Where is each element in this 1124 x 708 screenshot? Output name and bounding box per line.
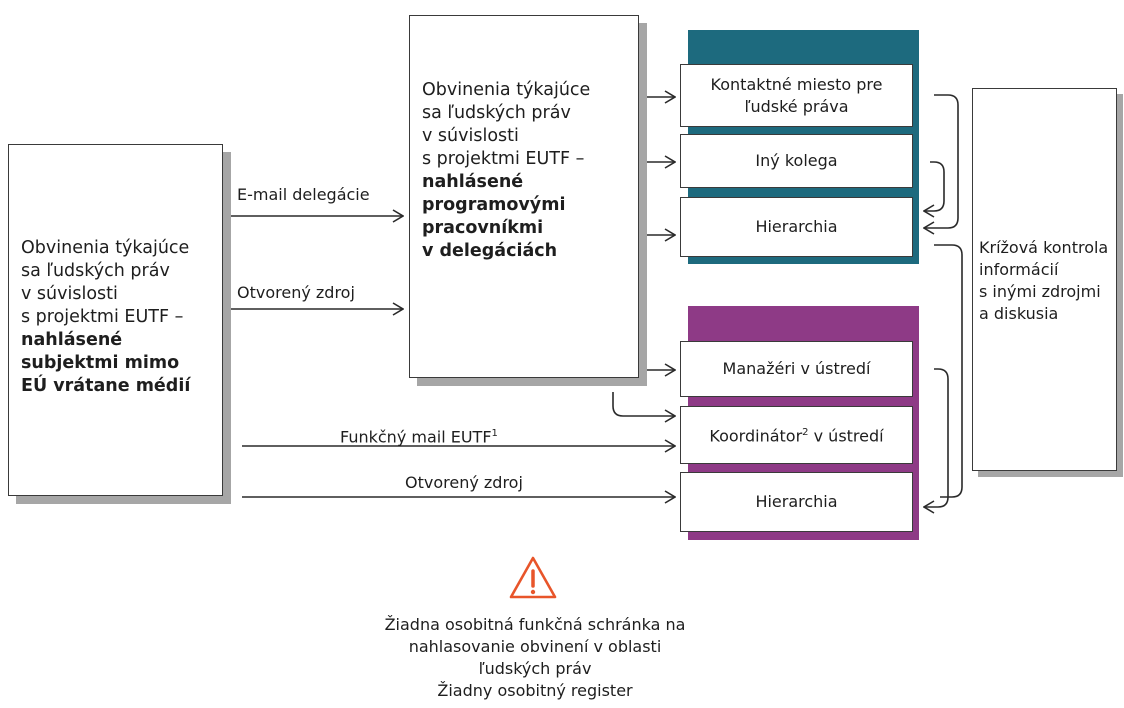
hierarchy-label: Hierarchia	[755, 217, 838, 236]
center-box-text: Obvinenia týkajúce sa ľudských práv v sú…	[422, 79, 637, 263]
center-box-line: v súvislosti	[422, 126, 519, 146]
delegation-item-hierarchy: Hierarchia	[680, 197, 913, 257]
footnote-2: 2	[802, 427, 809, 439]
delegation-item-colleague: Iný kolega	[680, 134, 913, 188]
center-box-bold-line: programovými	[422, 195, 566, 215]
return-colleague-to-hierarchy	[924, 161, 945, 211]
center-box-line: Obvinenia týkajúce	[422, 80, 591, 100]
warning-line: Žiadna osobitná funkčná schránka na	[384, 615, 686, 634]
coordinator-label: Koordinátor2 v ústredí	[709, 422, 883, 447]
warning-line: Žiadny osobitný register	[437, 681, 633, 700]
delegation-item-contact-point: Kontaktné miesto pre ľudské práva	[680, 64, 913, 127]
left-box-line: v súvislosti	[21, 284, 118, 304]
right-crosscheck-box: Krížová kontrola informácií s inými zdro…	[972, 88, 1117, 471]
label-open-source-1: Otvorený zdroj	[237, 283, 355, 302]
warning-icon	[509, 556, 557, 599]
warning-note: Žiadna osobitná funkčná schránka na nahl…	[300, 614, 770, 702]
functional-mail-text: Funkčný mail EUTF	[340, 427, 492, 447]
right-box-line: s inými zdrojmi	[979, 282, 1101, 301]
arrow-to-coordinator	[612, 392, 675, 416]
right-box-line: informácií	[979, 260, 1059, 279]
left-box-text: Obvinenia týkajúce sa ľudských práv v sú…	[21, 237, 221, 398]
coordinator-text: Koordinátor	[709, 426, 803, 446]
link-to-right-box	[934, 244, 963, 498]
warning-line: ľudských práv	[478, 659, 592, 678]
colleague-label: Iný kolega	[755, 151, 838, 170]
left-box-bold-line: EÚ vrátane médií	[21, 376, 191, 396]
right-box-line: Krížová kontrola	[979, 238, 1109, 257]
label-email-delegation: E-mail delegácie	[237, 185, 370, 204]
right-box-line: a diskusia	[979, 304, 1059, 323]
left-box-line: sa ľudských práv	[21, 261, 170, 281]
label-functional-mail: Funkčný mail EUTF1	[340, 424, 498, 447]
left-box-line: Obvinenia týkajúce	[21, 238, 190, 258]
center-source-box: Obvinenia týkajúce sa ľudských práv v sú…	[409, 15, 639, 378]
center-box-line: sa ľudských práv	[422, 103, 571, 123]
center-box-line: s projektmi EUTF –	[422, 149, 585, 169]
hq-hierarchy-label: Hierarchia	[755, 492, 838, 511]
label-open-source-2: Otvorený zdroj	[405, 473, 523, 492]
hq-item-managers: Manažéri v ústredí	[680, 341, 913, 397]
coordinator-rest: v ústredí	[808, 426, 884, 446]
right-box-text: Krížová kontrola informácií s inými zdro…	[979, 237, 1108, 325]
return-contact-to-hierarchy	[924, 94, 959, 228]
center-box-bold-line: v delegáciách	[422, 241, 558, 261]
warning-line: nahlasovanie obvinení v oblasti	[408, 637, 662, 656]
left-box-bold-line: subjektmi mimo	[21, 353, 180, 373]
left-box-bold-line: nahlásené	[21, 330, 123, 350]
left-source-box: Obvinenia týkajúce sa ľudských práv v sú…	[8, 144, 223, 496]
hq-item-coordinator: Koordinátor2 v ústredí	[680, 406, 913, 464]
left-box-line: s projektmi EUTF –	[21, 307, 184, 327]
return-managers-to-hierarchy	[924, 368, 949, 507]
contact-point-label: Kontaktné miesto pre ľudské práva	[710, 74, 883, 116]
center-box-bold-line: pracovníkmi	[422, 218, 544, 238]
hq-managers-label: Manažéri v ústredí	[722, 359, 871, 378]
footnote-1: 1	[491, 428, 498, 439]
center-box-bold-line: nahlásené	[422, 172, 524, 192]
hq-item-hierarchy: Hierarchia	[680, 472, 913, 532]
